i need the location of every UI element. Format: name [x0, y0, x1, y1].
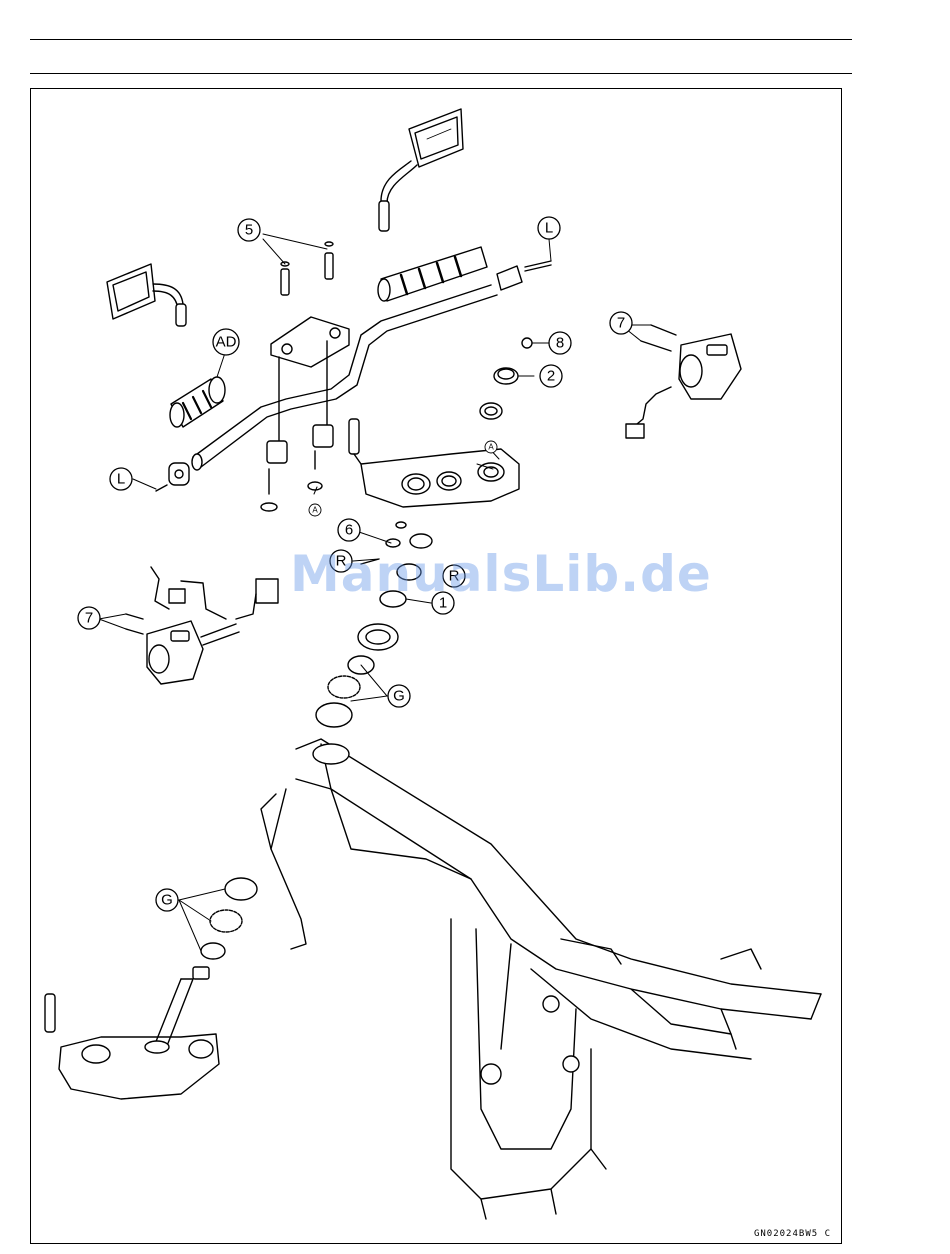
callout-6: 6: [338, 519, 360, 541]
callout-7-right: 7: [610, 312, 632, 334]
svg-text:AD: AD: [216, 334, 237, 351]
handlebar-holder: [261, 242, 349, 511]
callout-AD: AD: [213, 329, 239, 355]
frame: [261, 739, 821, 1219]
callout-L-top: L: [538, 217, 560, 239]
callout-R-a: R: [330, 550, 352, 572]
exploded-diagram: 5 L 7 8 AD 2 L 6 R R 1 7 G G A A: [31, 89, 843, 1245]
svg-text:A: A: [312, 506, 318, 515]
left-switch-housing: [126, 567, 278, 684]
svg-text:8: 8: [556, 335, 564, 352]
header-rule-top: [30, 39, 852, 40]
svg-text:6: 6: [345, 522, 353, 539]
svg-text:R: R: [449, 568, 460, 585]
callout-5: 5: [238, 219, 260, 241]
callout-R-b: R: [443, 565, 465, 587]
left-mirror: [107, 264, 186, 326]
callout-G-upper: G: [388, 685, 410, 707]
svg-text:1: 1: [439, 595, 447, 612]
callout-1: 1: [432, 592, 454, 614]
callout-8: 8: [549, 332, 571, 354]
right-grip: [378, 247, 551, 301]
svg-text:R: R: [336, 553, 347, 570]
svg-text:G: G: [393, 688, 405, 705]
svg-text:L: L: [117, 471, 125, 488]
callout-L-left: L: [110, 468, 132, 490]
right-mirror: [379, 109, 463, 231]
callout-2: 2: [540, 365, 562, 387]
ref-A-2: A: [309, 504, 321, 516]
svg-text:7: 7: [85, 610, 93, 627]
lower-stem: [45, 878, 257, 1099]
svg-text:G: G: [161, 892, 173, 909]
left-grip: [156, 377, 225, 491]
svg-text:L: L: [545, 220, 553, 237]
header-rule-bottom: [30, 73, 852, 74]
callout-G-lower: G: [156, 889, 178, 911]
svg-text:A: A: [488, 443, 494, 452]
svg-text:5: 5: [245, 222, 253, 239]
right-switch-housing: [626, 325, 741, 438]
svg-text:7: 7: [617, 315, 625, 332]
callout-7-left: 7: [78, 607, 100, 629]
callouts: 5 L 7 8 AD 2 L 6 R R 1 7 G G: [78, 217, 632, 911]
svg-text:2: 2: [547, 368, 555, 385]
handlebar: [192, 285, 497, 470]
upper-bracket: [349, 338, 532, 507]
diagram-frame: 5 L 7 8 AD 2 L 6 R R 1 7 G G A A GN02024…: [30, 88, 842, 1244]
ref-A-1: A: [485, 441, 497, 453]
figure-code: GN02024BW5 C: [754, 1229, 831, 1239]
